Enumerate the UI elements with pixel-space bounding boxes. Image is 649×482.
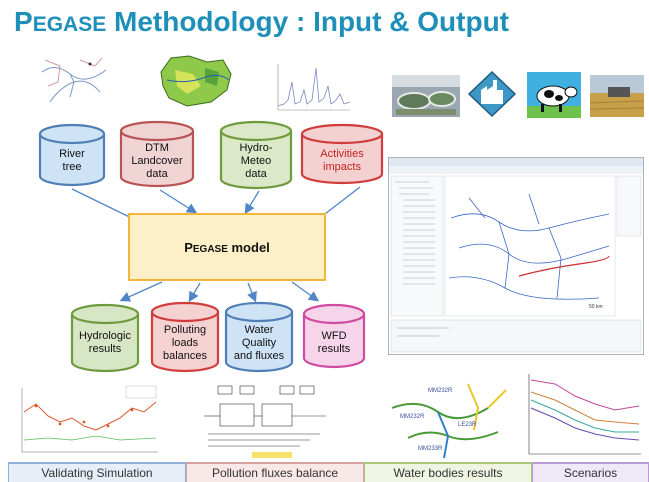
validation-chart-thumbnail	[8, 382, 168, 460]
label-line: balances	[162, 350, 208, 362]
cylinder-label: Polluting loads balances	[152, 324, 218, 363]
label-line: and fluxes	[233, 350, 285, 362]
label-line: Meteo	[240, 155, 272, 167]
water-bodies-map-thumbnail: MM232R MM232R LE23R MM233R	[388, 378, 510, 460]
factory-icon	[467, 70, 517, 118]
label-line: data	[245, 168, 267, 180]
cylinder-label: River tree	[40, 148, 104, 174]
svg-text:LE23R: LE23R	[458, 422, 477, 428]
cylinder-label: Activities impacts	[302, 148, 382, 174]
cylinder-top-wfd	[302, 303, 366, 325]
output-hydrologic-results: Hydrologic results	[72, 320, 138, 360]
cow-icon	[527, 72, 581, 118]
cylinder-label: Water Quality and fluxes	[226, 324, 292, 363]
cylinder-label: DTM Landcover data	[121, 142, 193, 181]
arrow-model-to-polluting	[188, 282, 201, 303]
label-line: DTM	[145, 142, 169, 154]
title-rest: Methodology : Input & Output	[106, 6, 510, 37]
svg-text:MM232R: MM232R	[428, 388, 453, 394]
arrow-model-to-water	[247, 282, 257, 303]
label-line: Hydro-	[239, 142, 273, 154]
output-water-quality: Water Quality and fluxes	[226, 320, 292, 368]
pollution-balance-thumbnail	[200, 382, 330, 460]
cylinder-body-river	[38, 134, 106, 187]
software-window-screenshot: 50 km	[388, 157, 644, 355]
arrow-model-to-wfd	[291, 281, 320, 302]
label-line: results	[88, 343, 122, 355]
model-rest: model	[227, 239, 270, 255]
cylinder-label: Hydro- Meteo data	[221, 142, 291, 181]
cylinder-label: Hydrologic results	[72, 330, 138, 356]
label-line: Activities	[320, 148, 364, 160]
landcover-map-thumbnail	[157, 50, 235, 110]
cylinder-top-hydrologic	[70, 303, 140, 325]
output-wfd-results: WFD results	[304, 320, 364, 360]
slide-title: PEGASE Methodology : Input & Output	[14, 6, 509, 38]
title-smallcaps: EGASE	[32, 13, 107, 36]
label-line: Quality	[241, 337, 277, 349]
label-line: Hydrologic	[79, 330, 131, 342]
model-cap: P	[184, 239, 193, 255]
cylinder-body-wfd	[302, 314, 366, 369]
cylinder-top-water	[224, 301, 294, 323]
label-line: data	[146, 168, 168, 180]
model-smallcaps: EGASE	[192, 243, 228, 255]
cylinder-top-polluting	[150, 301, 220, 323]
hydro-timeseries-thumbnail	[272, 60, 352, 116]
tab-label: Pollution fluxes balance	[211, 466, 339, 480]
cylinder-body-polluting	[150, 312, 220, 373]
bottom-category-bar: Validating Simulation Pollution fluxes b…	[8, 462, 649, 482]
treatment-plant-icon	[392, 75, 460, 117]
label-line: impacts	[323, 161, 361, 173]
cylinder-top-dtm	[119, 120, 195, 142]
arrow-model-to-hydrologic	[119, 281, 163, 302]
tab-pollution-fluxes-balance: Pollution fluxes balance	[186, 462, 364, 482]
tab-scenarios: Scenarios	[532, 462, 649, 482]
map-scale-label: 50 km	[589, 304, 603, 310]
cylinder-body-water	[224, 312, 294, 373]
label-line: WFD	[321, 330, 347, 342]
label-line: loads	[171, 337, 199, 349]
svg-text:MM233R: MM233R	[418, 446, 443, 452]
svg-text:MM232R: MM232R	[400, 414, 425, 420]
tab-label: Scenarios	[563, 466, 618, 480]
cylinder-top-activities	[300, 123, 384, 145]
tab-water-bodies-results: Water bodies results	[364, 462, 532, 482]
cylinder-body-hydrologic	[70, 314, 140, 373]
tab-validating-simulation: Validating Simulation	[8, 462, 186, 482]
arrow-hydro-to-model	[244, 190, 260, 215]
output-polluting-loads: Polluting loads balances	[152, 320, 218, 368]
label-line: Water	[244, 324, 274, 336]
cylinder-body-hydro	[219, 131, 293, 190]
input-hydro-meteo: Hydro- Meteo data	[221, 134, 291, 182]
label-line: River	[59, 148, 85, 160]
cylinder-body-dtm	[119, 131, 195, 188]
tab-label: Water bodies results	[393, 466, 503, 480]
scenarios-chart-thumbnail	[515, 370, 645, 460]
input-dtm-landcover: DTM Landcover data	[121, 134, 193, 182]
river-map-thumbnail	[40, 52, 108, 110]
cylinder-body-activities	[300, 134, 384, 185]
label-line: Polluting	[163, 324, 207, 336]
cylinder-top-hydro	[219, 120, 293, 142]
title-cap: P	[14, 6, 33, 37]
input-activities-impacts: Activities impacts	[302, 140, 382, 180]
label-line: results	[317, 343, 351, 355]
input-river-tree: River tree	[40, 140, 104, 180]
tab-label: Validating Simulation	[41, 466, 153, 480]
label-line: Landcover	[131, 155, 183, 167]
pegase-model-box: PEGASE model	[128, 213, 326, 281]
cylinder-label: WFD results	[304, 330, 364, 356]
label-line: tree	[62, 161, 82, 173]
wheat-field-icon	[590, 75, 644, 117]
cylinder-top-river	[38, 123, 106, 145]
arrow-dtm-to-model	[159, 189, 198, 214]
model-label: PEGASE model	[184, 240, 270, 255]
